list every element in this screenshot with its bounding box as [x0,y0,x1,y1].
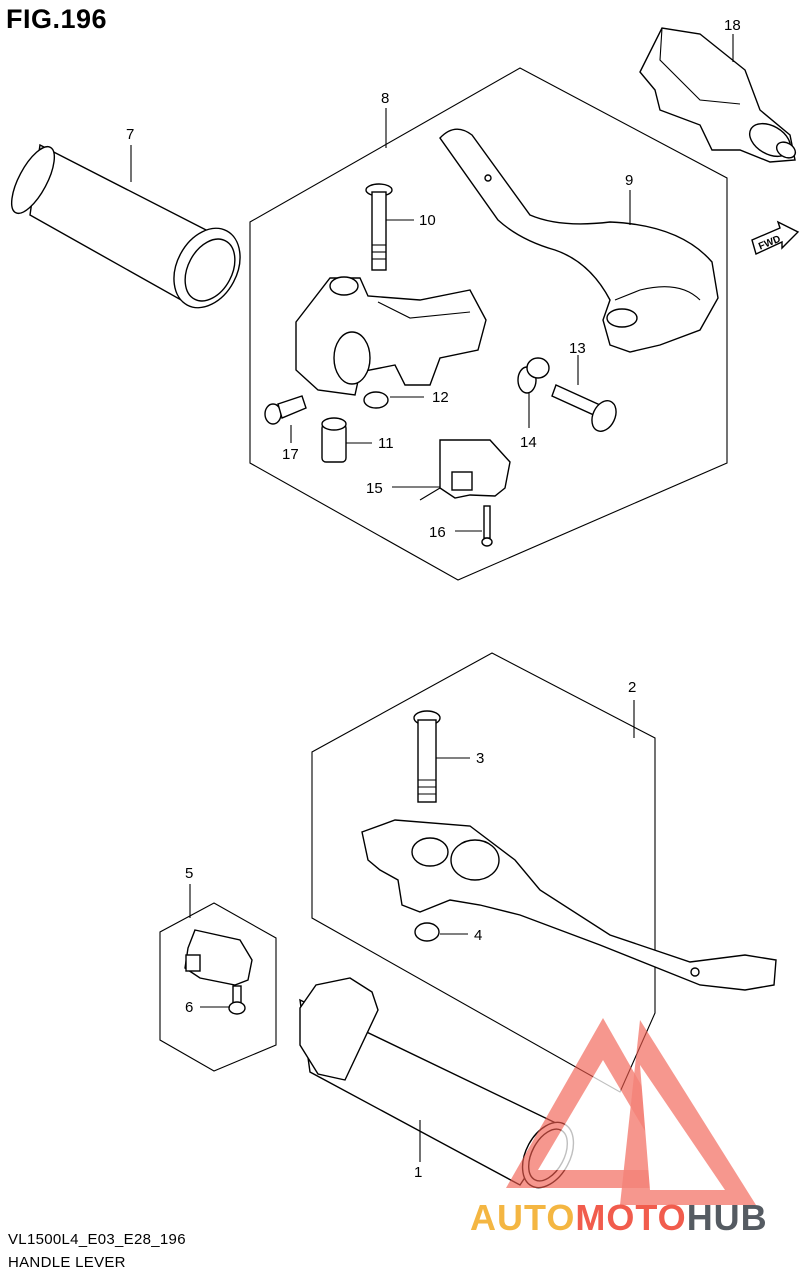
automotohub-logo-icon [506,1018,756,1205]
callout-18: 18 [724,17,741,34]
spacer-part [321,417,347,463]
grip-left-part [10,143,241,309]
callout-13: 13 [569,340,586,357]
figure-name: HANDLE LEVER [8,1254,126,1271]
figure-code: VL1500L4_E03_E28_196 [8,1231,186,1248]
callout-9: 9 [625,172,633,189]
nut-lower-part [414,922,440,942]
washer-part [517,357,550,394]
callout-1: 1 [414,1164,422,1181]
brake-lever-part [361,819,777,991]
callout-2: 2 [628,679,636,696]
callout-3: 3 [476,750,484,767]
callout-5: 5 [185,865,193,882]
callout-8: 8 [381,90,389,107]
figure-title: FIG.196 [6,4,108,34]
fwd-direction-badge: FWD [751,220,800,255]
callout-4: 4 [474,927,482,944]
callout-7: 7 [126,126,134,143]
callout-labels: 1 2 3 4 5 6 7 8 9 10 11 12 13 14 15 16 1… [126,17,741,1181]
lever-cover-part [639,27,797,163]
callout-14: 14 [520,434,537,451]
callout-15: 15 [366,480,383,497]
callout-6: 6 [185,999,193,1016]
assembly-outline-5 [159,902,277,1072]
nut-upper-part [363,391,389,409]
screw-6-part [228,985,246,1015]
assembly-outline-8 [249,67,728,581]
callout-10: 10 [419,212,436,229]
watermark-wordmark: AUTOMOTOHUB [470,1197,768,1239]
watermark-part-c: HUB [686,1197,768,1238]
lever-holder-part [295,276,487,396]
leader-lines [130,34,734,1162]
screw-16-part [481,505,493,547]
brake-switch-part [184,929,253,986]
callout-11: 11 [378,435,394,452]
adjuster-screw-part [551,384,617,432]
screw-17-part [264,395,307,425]
watermark-part-b: MOTO [575,1197,687,1238]
clutch-lever-part [439,128,719,353]
callout-16: 16 [429,524,446,541]
clutch-switch-part [419,439,511,501]
watermark-part-a: AUTO [470,1197,576,1238]
callout-12: 12 [432,389,449,406]
callout-17: 17 [282,446,299,463]
pivot-bolt-upper-part [365,183,393,271]
pivot-bolt-lower-part [413,710,441,803]
